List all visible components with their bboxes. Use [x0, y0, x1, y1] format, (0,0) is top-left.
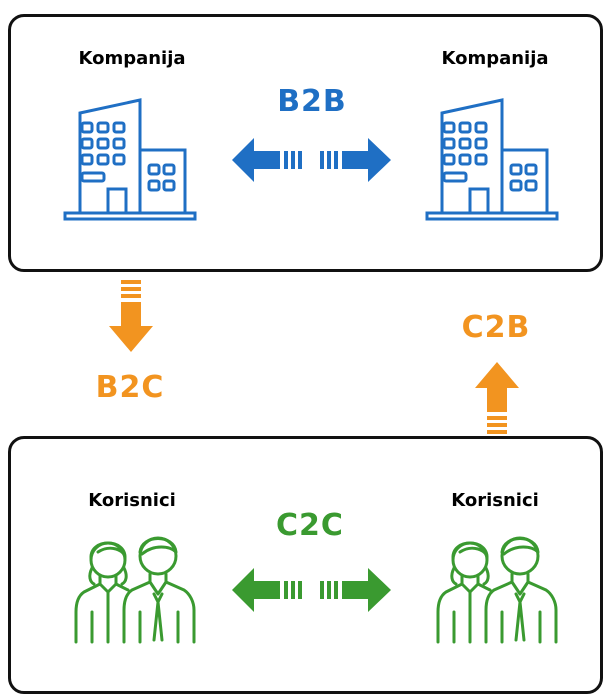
b2b-label: B2B [277, 84, 347, 119]
b2c-label: B2C [95, 370, 165, 405]
b2b-right-arrow-icon [320, 138, 391, 182]
building-icon [425, 98, 559, 221]
company-right-label: Kompanija [441, 48, 549, 69]
c2c-left-arrow-icon [232, 568, 302, 612]
people-icon [436, 536, 558, 644]
users-right-label: Korisnici [451, 490, 539, 511]
b2b-left-arrow-icon [232, 138, 302, 182]
people-icon [74, 536, 196, 644]
company-left-label: Kompanija [78, 48, 186, 69]
c2c-label: C2C [276, 508, 344, 543]
users-left-label: Korisnici [88, 490, 176, 511]
b2c-down-arrow-icon [109, 280, 153, 352]
building-icon [63, 98, 197, 221]
c2b-label: C2B [461, 310, 531, 345]
c2b-up-arrow-icon [475, 362, 519, 434]
c2c-right-arrow-icon [320, 568, 391, 612]
